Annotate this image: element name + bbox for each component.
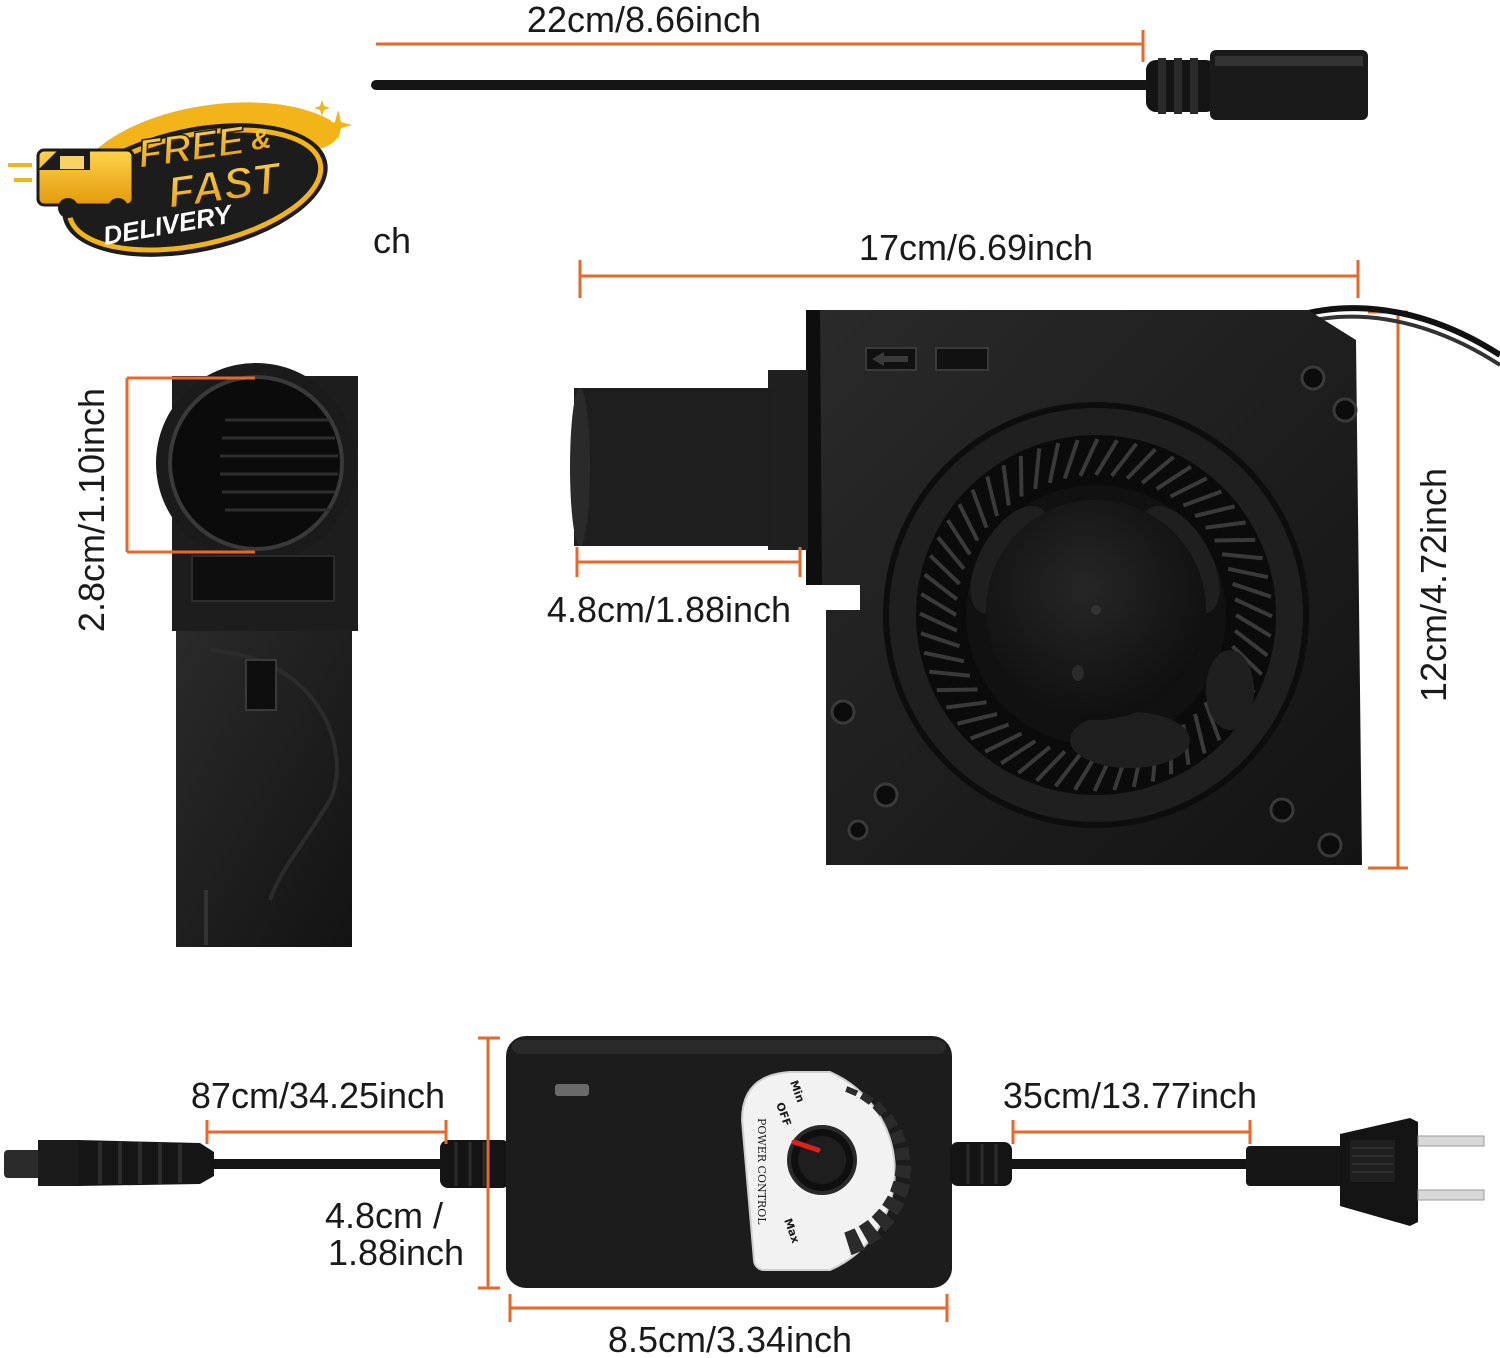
dc-male-plug — [4, 1140, 214, 1186]
impeller-blade — [1140, 455, 1175, 485]
impeller-blade — [984, 731, 1023, 754]
impeller-blade — [1221, 552, 1263, 561]
led-indicator — [555, 1084, 589, 1096]
label-fan-width: 17cm/6.69inch — [859, 227, 1093, 268]
impeller-blade — [970, 488, 989, 529]
impeller-blade — [946, 700, 987, 710]
label-controller-height-line2: 1.88inch — [328, 1232, 464, 1273]
impeller-blade — [1227, 566, 1269, 580]
impeller-blade — [1182, 489, 1223, 508]
dc-female-connector — [1146, 50, 1368, 120]
impeller-blade — [919, 611, 958, 633]
dial-scale-segment — [845, 1086, 859, 1097]
sparkle-icon — [314, 100, 352, 140]
impeller-blade — [923, 650, 965, 664]
impeller-blade — [920, 631, 961, 649]
dial-scale-segment — [859, 1091, 874, 1105]
dial-scale-segment — [882, 1195, 905, 1216]
impeller-blade — [1094, 439, 1119, 477]
impeller-blade — [1169, 476, 1208, 499]
impeller-blade — [920, 592, 958, 617]
dial-scale-segment — [882, 1113, 899, 1130]
label-ac-cable: 35cm/13.77inch — [1003, 1075, 1257, 1116]
dial-title-label: POWER CONTROL — [755, 1118, 768, 1225]
label-cropped-fragment: ch — [373, 220, 411, 261]
impeller-blade — [1234, 597, 1273, 619]
dial-scale-segment — [872, 1101, 888, 1116]
dial-scale-segment — [871, 1208, 896, 1232]
dial-scale-segment — [858, 1220, 882, 1246]
impeller-blade — [1205, 520, 1246, 530]
impeller-blade — [1047, 442, 1061, 484]
dial-scale-segment — [890, 1129, 906, 1145]
power-control-dial: OFF Min Max POWER CONTROL — [740, 1071, 912, 1271]
impeller-blade — [936, 536, 966, 571]
badge-swoosh — [70, 102, 339, 190]
truck-icon — [8, 148, 135, 218]
impeller-blade — [1233, 629, 1269, 658]
impeller-blade — [1018, 455, 1024, 497]
label-outlet-diameter: 2.8cm/1.10inch — [71, 388, 112, 632]
badge-ampersand: & — [249, 122, 273, 156]
impeller-blade — [1203, 701, 1222, 742]
impeller-blade — [1234, 613, 1272, 638]
impeller-blade — [1125, 447, 1157, 480]
impeller-blade — [1214, 537, 1256, 543]
dial-scale-segment — [894, 1165, 912, 1179]
impeller-blade — [1231, 644, 1264, 676]
impeller-blade — [1033, 448, 1042, 490]
impeller-blade — [946, 519, 972, 556]
impeller-blade — [1231, 581, 1272, 599]
dial-scale-segment — [844, 1228, 865, 1256]
impeller-blade — [936, 687, 978, 693]
free-fast-delivery-badge: FREE & FAST DELIVERY — [8, 100, 352, 257]
label-controller-height-line1: 4.8cm / — [325, 1195, 443, 1236]
impeller-blade — [1000, 739, 1037, 765]
impeller-blade — [1078, 438, 1100, 477]
impeller-blade — [1110, 442, 1139, 478]
impeller-blade — [985, 476, 999, 517]
label-outlet-length: 4.8cm/1.88inch — [547, 589, 791, 630]
label-cable-top: 22cm/8.66inch — [527, 0, 761, 40]
fan-front-view: 17cm/6.69inch 12cm/4.72inch — [547, 227, 1500, 870]
label-controller-width: 8.5cm/3.34inch — [608, 1319, 852, 1358]
label-fan-height: 12cm/4.72inch — [1413, 468, 1454, 702]
impeller-blade — [1155, 465, 1192, 491]
dial-scale-segment — [890, 1180, 911, 1198]
impeller-blade — [1017, 745, 1052, 775]
impeller-blade — [1035, 750, 1067, 783]
impeller-blade — [969, 722, 1010, 741]
label-dc-cable: 87cm/34.25inch — [191, 1075, 445, 1116]
impeller-blade — [1001, 465, 1011, 506]
speed-controller-assembly: 87cm/34.25inch 4.8cm / 1.88inch OFF Min … — [4, 1036, 1485, 1358]
impeller-blade — [1194, 504, 1235, 518]
top-cable-assembly: 22cm/8.66inch ch — [371, 0, 1368, 261]
ac-plug — [1246, 1118, 1485, 1226]
fan-side-view: 2.8cm/1.10inch — [71, 363, 358, 947]
impeller-blade — [957, 503, 980, 542]
dial-scale-segment — [894, 1146, 910, 1161]
impeller-blade — [957, 712, 998, 726]
impeller-blade — [923, 572, 959, 601]
impeller-blade — [1053, 752, 1082, 788]
knob-indicator — [791, 1139, 821, 1153]
impeller-blade — [1062, 439, 1080, 480]
impeller-blade — [929, 669, 971, 678]
impeller-blade — [928, 554, 961, 586]
impeller-blade — [1193, 713, 1207, 754]
